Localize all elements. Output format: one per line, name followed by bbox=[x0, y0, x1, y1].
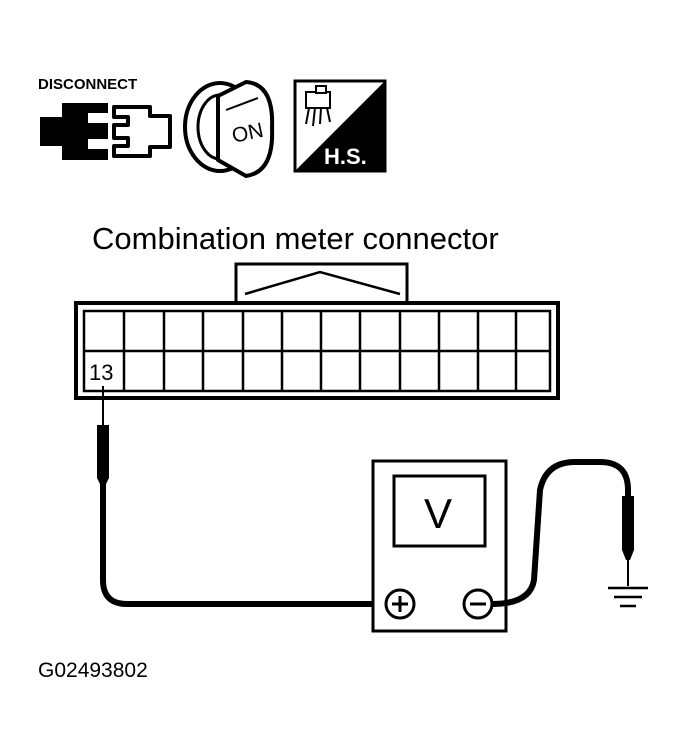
negative-probe-handle bbox=[622, 496, 634, 560]
disconnect-label: DISCONNECT bbox=[38, 76, 137, 93]
connector-lock-tab bbox=[234, 262, 409, 306]
plug-slot-upper bbox=[88, 113, 108, 123]
connector-title: Combination meter connector bbox=[92, 221, 499, 256]
negative-lead-wire bbox=[491, 459, 631, 607]
harness-connector-hs-icon: H.S. bbox=[293, 79, 387, 173]
ignition-key-on-icon: ON bbox=[183, 80, 275, 178]
hs-mini-wires bbox=[305, 107, 331, 127]
ground-icon bbox=[608, 586, 648, 608]
voltmeter-display bbox=[392, 474, 487, 548]
plug-slot-lower bbox=[88, 139, 108, 149]
pin-column-dividers bbox=[122, 311, 518, 391]
combination-meter-connector: 13 bbox=[74, 262, 560, 400]
hs-mini-connector bbox=[305, 91, 331, 109]
ignition-key-head bbox=[216, 80, 275, 178]
positive-probe bbox=[97, 386, 388, 607]
disconnect-icon: DISCONNECT bbox=[38, 76, 172, 160]
hs-label: H.S. bbox=[324, 144, 367, 169]
positive-lead-wire bbox=[100, 484, 388, 607]
hs-icon-diagonal-fill bbox=[295, 81, 385, 171]
figure-code: G02493802 bbox=[38, 659, 148, 682]
lock-tab-chevron bbox=[244, 270, 401, 296]
key-ridge bbox=[225, 97, 259, 111]
pin-13-label: 13 bbox=[89, 360, 113, 385]
hs-mini-connector-tab bbox=[315, 85, 327, 94]
positive-terminal bbox=[384, 588, 416, 620]
voltmeter: V bbox=[371, 459, 508, 633]
negative-probe bbox=[491, 459, 634, 607]
probe-handle bbox=[97, 425, 109, 486]
voltmeter-display-label: V bbox=[424, 490, 452, 537]
plug-male-shape bbox=[112, 105, 172, 158]
negative-terminal bbox=[462, 588, 494, 620]
plug-female-shape bbox=[40, 103, 108, 160]
